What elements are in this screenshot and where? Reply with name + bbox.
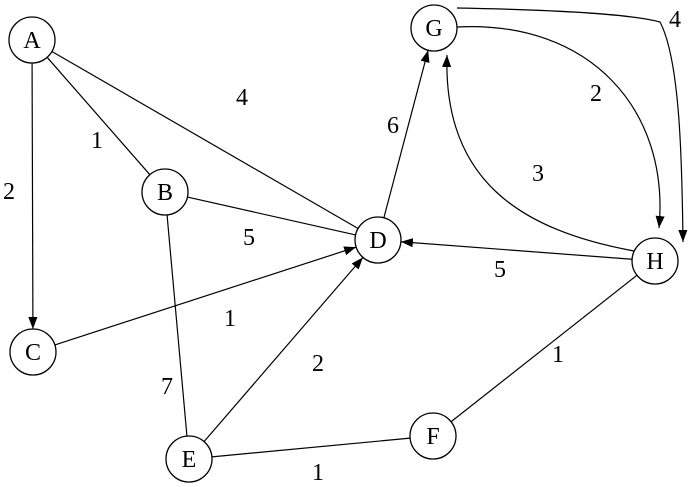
edge-b-e-4 <box>166 214 188 437</box>
node-b-label: B <box>157 180 173 206</box>
edge-c-d-5 <box>54 246 357 346</box>
edge-e-f-7 <box>211 437 411 458</box>
edge-a-d-2-weight: 4 <box>236 85 248 111</box>
node-f-circle <box>409 412 457 460</box>
edge-a-b-1-weight: 1 <box>91 128 103 154</box>
nodes-layer: A B C D E F G H <box>8 4 679 483</box>
node-d: D <box>354 216 402 264</box>
edge-g-h-11-weight: 2 <box>590 81 602 107</box>
edge-c-d-5-weight: 1 <box>224 306 236 332</box>
edge-b-e-4-weight: 7 <box>161 374 173 400</box>
edge-h-d-9-weight: 5 <box>494 257 506 283</box>
node-d-circle <box>354 216 402 264</box>
node-f-label: F <box>426 424 439 450</box>
node-a-circle <box>8 16 56 64</box>
node-c-label: C <box>25 340 41 366</box>
node-e-label: E <box>182 447 197 473</box>
edge-a-c-0-weight: 2 <box>3 179 15 205</box>
node-f: F <box>409 412 457 460</box>
node-h-circle <box>631 237 679 285</box>
node-c: C <box>9 328 57 376</box>
edge-g-h-13 <box>456 7 688 243</box>
node-h: H <box>631 237 679 285</box>
edge-g-h-11 <box>456 26 665 229</box>
node-e-circle <box>165 435 213 483</box>
weights-layer: 2 1 4 5 7 1 2 1 1 5 6 2 3 4 <box>3 7 681 486</box>
node-e: E <box>165 435 213 483</box>
node-c-circle <box>9 328 57 376</box>
edges-layer <box>28 7 688 458</box>
edge-e-f-7-weight: 1 <box>312 460 324 486</box>
edge-d-g-10 <box>383 50 430 218</box>
node-b-circle <box>141 168 189 216</box>
edge-h-g-12 <box>442 54 635 252</box>
edge-b-d-3-weight: 5 <box>243 225 255 251</box>
node-b: B <box>141 168 189 216</box>
edge-d-g-10-weight: 6 <box>387 113 399 139</box>
node-h-label: H <box>646 249 663 275</box>
edge-h-d-9 <box>400 238 633 260</box>
edge-a-c-0 <box>28 62 38 330</box>
edge-e-d-6-weight: 2 <box>312 351 324 377</box>
edge-g-h-13-weight: 4 <box>669 7 681 33</box>
node-g-circle <box>410 4 458 52</box>
node-g-label: G <box>425 16 442 42</box>
edge-f-h-8-weight: 1 <box>552 342 564 368</box>
edge-f-h-8 <box>450 274 638 423</box>
edge-a-b-1 <box>46 56 151 176</box>
node-a-label: A <box>23 28 41 54</box>
node-a: A <box>8 16 56 64</box>
edge-e-d-6 <box>203 257 364 442</box>
edge-b-d-3 <box>187 196 356 236</box>
edge-h-g-12-weight: 3 <box>532 161 544 187</box>
node-d-label: D <box>369 228 386 254</box>
edge-a-d-2 <box>51 50 359 230</box>
node-g: G <box>410 4 458 52</box>
